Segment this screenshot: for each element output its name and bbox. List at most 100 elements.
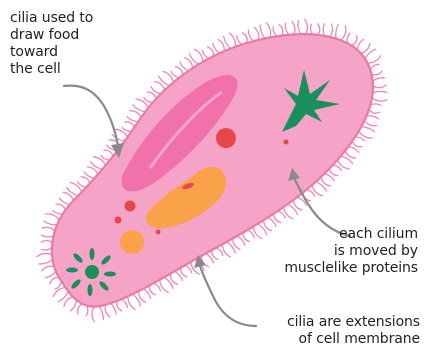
cilium-hair: [362, 44, 370, 53]
cilium-hair: [171, 71, 178, 77]
cilium-hair: [353, 142, 362, 147]
cilium-hair: [139, 292, 146, 302]
cilium-hair: [44, 221, 57, 225]
cilium-hair: [105, 306, 110, 317]
cilium-hair: [212, 251, 218, 259]
cilium-hair: [318, 24, 320, 34]
cilium-hair: [342, 26, 346, 40]
cilium-hair: [123, 300, 128, 308]
cilium-hair: [60, 198, 69, 204]
cilium-hair: [78, 182, 86, 187]
cilium-hair: [53, 210, 61, 214]
cilium-hair: [222, 245, 230, 257]
cilium-hair: [203, 51, 209, 58]
cilium-hair: [144, 98, 152, 103]
cilium-hair: [336, 25, 339, 38]
cilium-hair: [368, 116, 379, 119]
cilium-hair: [359, 132, 372, 138]
cilium-hair: [347, 33, 350, 42]
cilium-hair: [213, 43, 219, 52]
cilium-hair: [260, 25, 264, 37]
cilium-hair: [133, 105, 144, 112]
cilium-hair: [155, 284, 161, 291]
cilium-hair: [39, 260, 52, 264]
cilium-hair: [217, 248, 223, 255]
cilium-hair: [128, 297, 135, 309]
cilium-hair: [310, 24, 312, 33]
label-line: of cell membrane: [287, 331, 420, 348]
cilium-hair: [362, 127, 374, 132]
cilium-hair: [374, 91, 387, 92]
cilium-hair: [349, 147, 359, 153]
label-line: is moved by: [284, 243, 418, 260]
cilium-hair: [50, 278, 58, 284]
cilium-hair: [371, 64, 379, 68]
cilium-hair: [346, 152, 356, 158]
red-vacuole-dot-1: [156, 230, 161, 235]
label-line: toward: [10, 44, 93, 61]
cilium-hair: [176, 67, 183, 74]
label-cilia-membrane: cilia are extensions of cell membrane: [287, 314, 420, 348]
label-line: musclelike proteins: [284, 260, 418, 277]
cilium-hair: [117, 302, 122, 311]
cilium-hair: [237, 36, 241, 44]
cilium-hair: [321, 178, 330, 186]
cilium-hair: [330, 170, 338, 176]
cilium-hair: [248, 231, 254, 238]
cilium-hair: [37, 253, 51, 256]
red-vacuole-dot-2: [284, 140, 289, 145]
cilium-hair: [264, 221, 272, 230]
arrow-food: [64, 86, 118, 146]
label-line: each cilium: [284, 226, 418, 243]
cilium-hair: [186, 266, 192, 273]
arrow-membrane: [200, 266, 256, 326]
cilium-hair: [254, 28, 259, 39]
red-vacuole-large: [216, 128, 236, 148]
cilium-hair: [233, 240, 240, 250]
cilium-hair: [160, 281, 168, 293]
cilium-hair: [122, 127, 130, 131]
red-vacuole-small: [115, 217, 122, 224]
label-line: the cell: [10, 61, 93, 78]
cilium-hair: [100, 307, 104, 320]
cilium-hair: [45, 272, 55, 278]
cilium-hair: [111, 304, 116, 314]
cilium-hair: [229, 33, 235, 46]
cilium-hair: [254, 228, 263, 239]
label-line: cilia are extensions: [287, 314, 420, 331]
label-cilium-proteins: each cilium is moved by musclelike prote…: [284, 226, 418, 277]
cilium-hair: [279, 212, 285, 219]
cilium-hair: [41, 235, 52, 237]
cilium-hair: [334, 165, 342, 170]
cilium-hair: [305, 19, 308, 33]
cilium-hair: [266, 23, 270, 37]
cilium-hair: [127, 117, 137, 122]
cilium-hair: [86, 307, 88, 316]
cilium-hair: [104, 150, 113, 155]
cilium-hair: [323, 24, 324, 35]
cilium-hair: [243, 33, 248, 42]
cilium-hair: [42, 266, 53, 271]
cilium-hair: [181, 269, 187, 277]
cilium-hair: [149, 287, 155, 295]
cilium-hair: [369, 56, 381, 63]
food-vacuole-small: [120, 230, 144, 254]
cilium-hair: [373, 71, 382, 75]
cilium-hair: [243, 234, 249, 242]
cilium-hair: [357, 39, 363, 48]
cilium-hair: [185, 58, 193, 67]
cilium-hair: [87, 167, 97, 174]
label-cilia-food: cilia used to draw food toward the cell: [10, 10, 93, 78]
cilium-hair: [71, 301, 77, 311]
cilium-hair: [195, 49, 203, 61]
cilium-hair: [41, 240, 51, 242]
cilium-hair: [285, 23, 288, 34]
cilium-hair: [130, 111, 141, 117]
cilium-hair: [370, 110, 380, 113]
cilium-hair: [279, 25, 282, 35]
cilium-hair: [248, 30, 252, 40]
cilium-hair: [101, 155, 109, 160]
cilium-hair: [373, 99, 387, 101]
cilium-hair: [352, 36, 357, 45]
